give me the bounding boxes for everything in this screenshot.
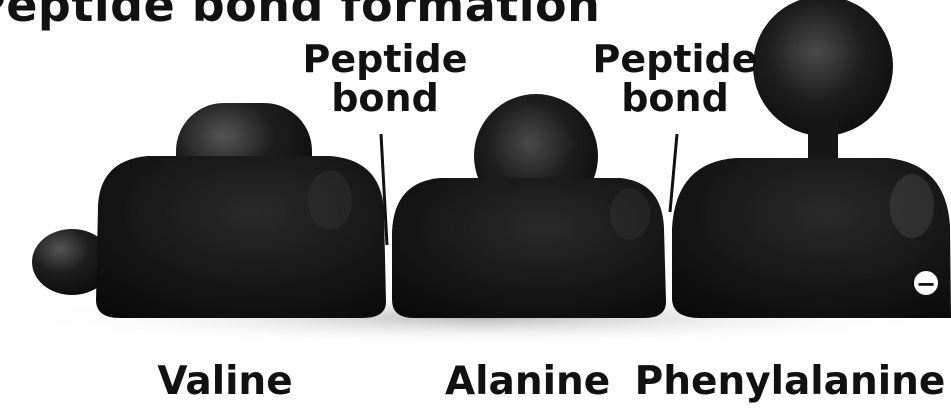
bond-label-1-line1: Peptide (300, 40, 470, 79)
bond-label-2-line1: Peptide (590, 40, 760, 79)
charge-symbol: − (916, 270, 936, 298)
phenylalanine-label: Phenylalanine (630, 362, 950, 402)
negative-charge-badge: − (913, 270, 939, 298)
alanine-label: Alanine (445, 362, 605, 402)
bond-label-1-line2: bond (300, 79, 470, 118)
peptide-bond-label-1: Peptide bond (300, 40, 470, 118)
bond-label-2-line2: bond (590, 79, 760, 118)
valine-model (32, 103, 386, 318)
alanine-model (392, 94, 666, 318)
peptide-bond-line-2 (670, 134, 677, 212)
valine-label: Valine (150, 362, 300, 402)
peptide-bond-label-2: Peptide bond (590, 40, 760, 118)
